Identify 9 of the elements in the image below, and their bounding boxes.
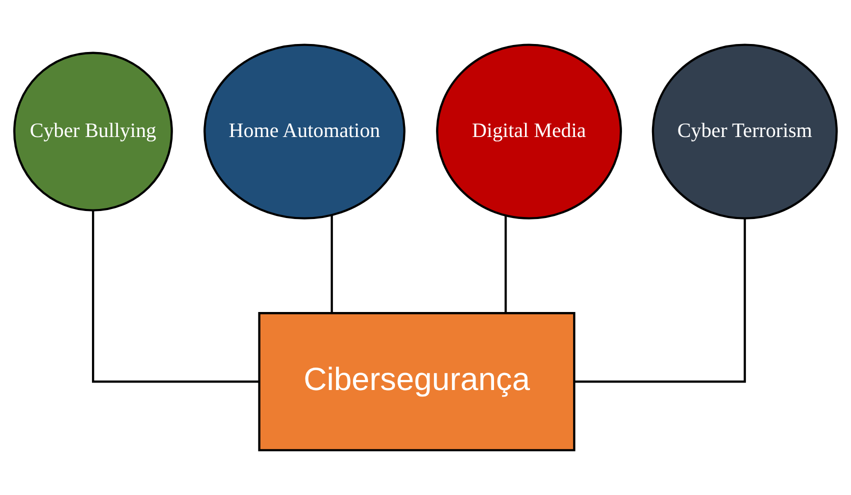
node-box: Cibersegurança: [258, 312, 576, 452]
connector: [330, 216, 333, 313]
connector: [574, 218, 746, 383]
node-ellipse: Home Automation: [204, 44, 406, 220]
node-circle: Cyber Terrorism: [652, 44, 838, 220]
connector: [504, 216, 507, 313]
node-circle: Cyber Bullying: [13, 52, 173, 212]
connector: [92, 210, 260, 383]
node-circle: Digital Media: [436, 44, 622, 220]
